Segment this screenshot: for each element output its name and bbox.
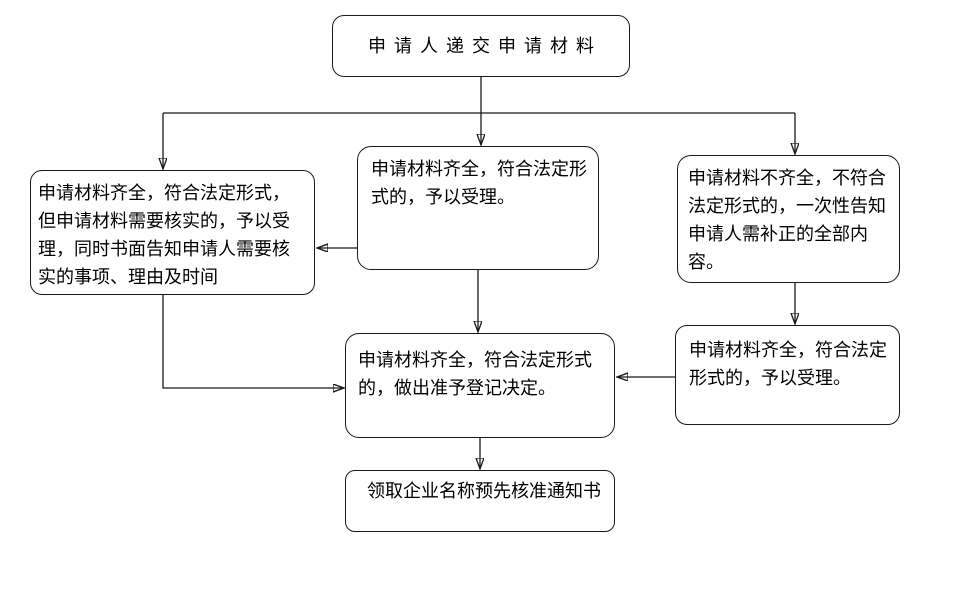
flow-node-complete-accepted: 申请材料齐全，符合法定形 式的，予以受理。 <box>357 146 599 270</box>
flow-node-receive-approval-notice: 领取企业名称预先核准通知书 <box>345 470 615 532</box>
flow-node-incomplete-notify-correction: 申请材料不齐全，不符合 法定形式的，一次性告知 申请人需补正的全部内 容。 <box>677 155 900 283</box>
flow-node-registration-decision: 申请材料齐全，符合法定形式 的，做出准予登记决定。 <box>345 333 615 438</box>
connector-verify-to-approve <box>162 295 343 388</box>
flow-node-submit-materials: 申请人递交申请材料 <box>332 15 630 77</box>
flow-node-corrected-accepted: 申请材料齐全，符合法定 形式的，予以受理。 <box>675 325 900 425</box>
flow-node-accept-with-verification: 申请材料齐全，符合法定形式， 但申请材料需要核实的，予以受 理，同时书面告知申请… <box>30 170 315 295</box>
